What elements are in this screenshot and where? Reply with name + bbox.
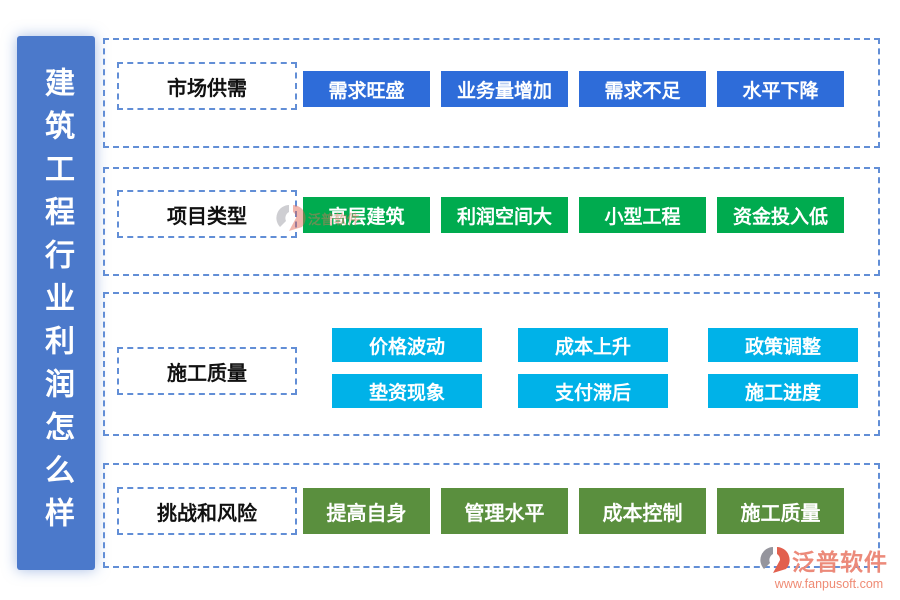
chip-policy-adjustment[interactable]: 政策调整 (708, 328, 858, 362)
chip-construction-progress[interactable]: 施工进度 (708, 374, 858, 408)
chip-management-level[interactable]: 管理水平 (441, 488, 568, 534)
chip-payment-delay[interactable]: 支付滞后 (518, 374, 668, 408)
section-header-challenges: 挑战和风险 (117, 487, 297, 535)
chip-improve-self[interactable]: 提高自身 (303, 488, 430, 534)
section-header-market: 市场供需 (117, 62, 297, 110)
chip-low-investment[interactable]: 资金投入低 (717, 197, 844, 233)
section-challenges-risks: 挑战和风险 提高自身 管理水平 成本控制 施工质量 (103, 463, 880, 568)
section-construction-quality: 施工质量 价格波动 成本上升 政策调整 垫资现象 支付滞后 施工进度 (103, 292, 880, 436)
chip-cost-rise[interactable]: 成本上升 (518, 328, 668, 362)
chip-large-profit-margin[interactable]: 利润空间大 (441, 197, 568, 233)
brand-website-link[interactable]: www.fanpusoft.com (774, 577, 884, 591)
chip-business-growth[interactable]: 业务量增加 (441, 71, 568, 107)
brand-logo-icon (760, 547, 790, 573)
page-title: 建筑工程行业利润怎么样 (40, 66, 73, 540)
chip-price-fluctuation[interactable]: 价格波动 (332, 328, 482, 362)
chip-level-decline[interactable]: 水平下降 (717, 71, 844, 107)
chip-advance-funding[interactable]: 垫资现象 (332, 374, 482, 408)
section-project-type: 项目类型 高层建筑 利润空间大 小型工程 资金投入低 (103, 167, 880, 276)
chip-cost-control[interactable]: 成本控制 (579, 488, 706, 534)
section-market-supply-demand: 市场供需 需求旺盛 业务量增加 需求不足 水平下降 (103, 38, 880, 148)
chip-demand-weak[interactable]: 需求不足 (579, 71, 706, 107)
chip-demand-strong[interactable]: 需求旺盛 (303, 71, 430, 107)
section-header-quality: 施工质量 (117, 347, 297, 395)
chip-highrise-building[interactable]: 高层建筑 (303, 197, 430, 233)
chip-small-project[interactable]: 小型工程 (579, 197, 706, 233)
chip-construction-quality[interactable]: 施工质量 (717, 488, 844, 534)
brand-logo[interactable]: 泛普软件 www.fanpusoft.com (760, 543, 898, 591)
brand-name: 泛普软件 (792, 549, 888, 575)
section-header-project-type: 项目类型 (117, 190, 297, 238)
vertical-title-banner: 建筑工程行业利润怎么样 (17, 36, 95, 570)
